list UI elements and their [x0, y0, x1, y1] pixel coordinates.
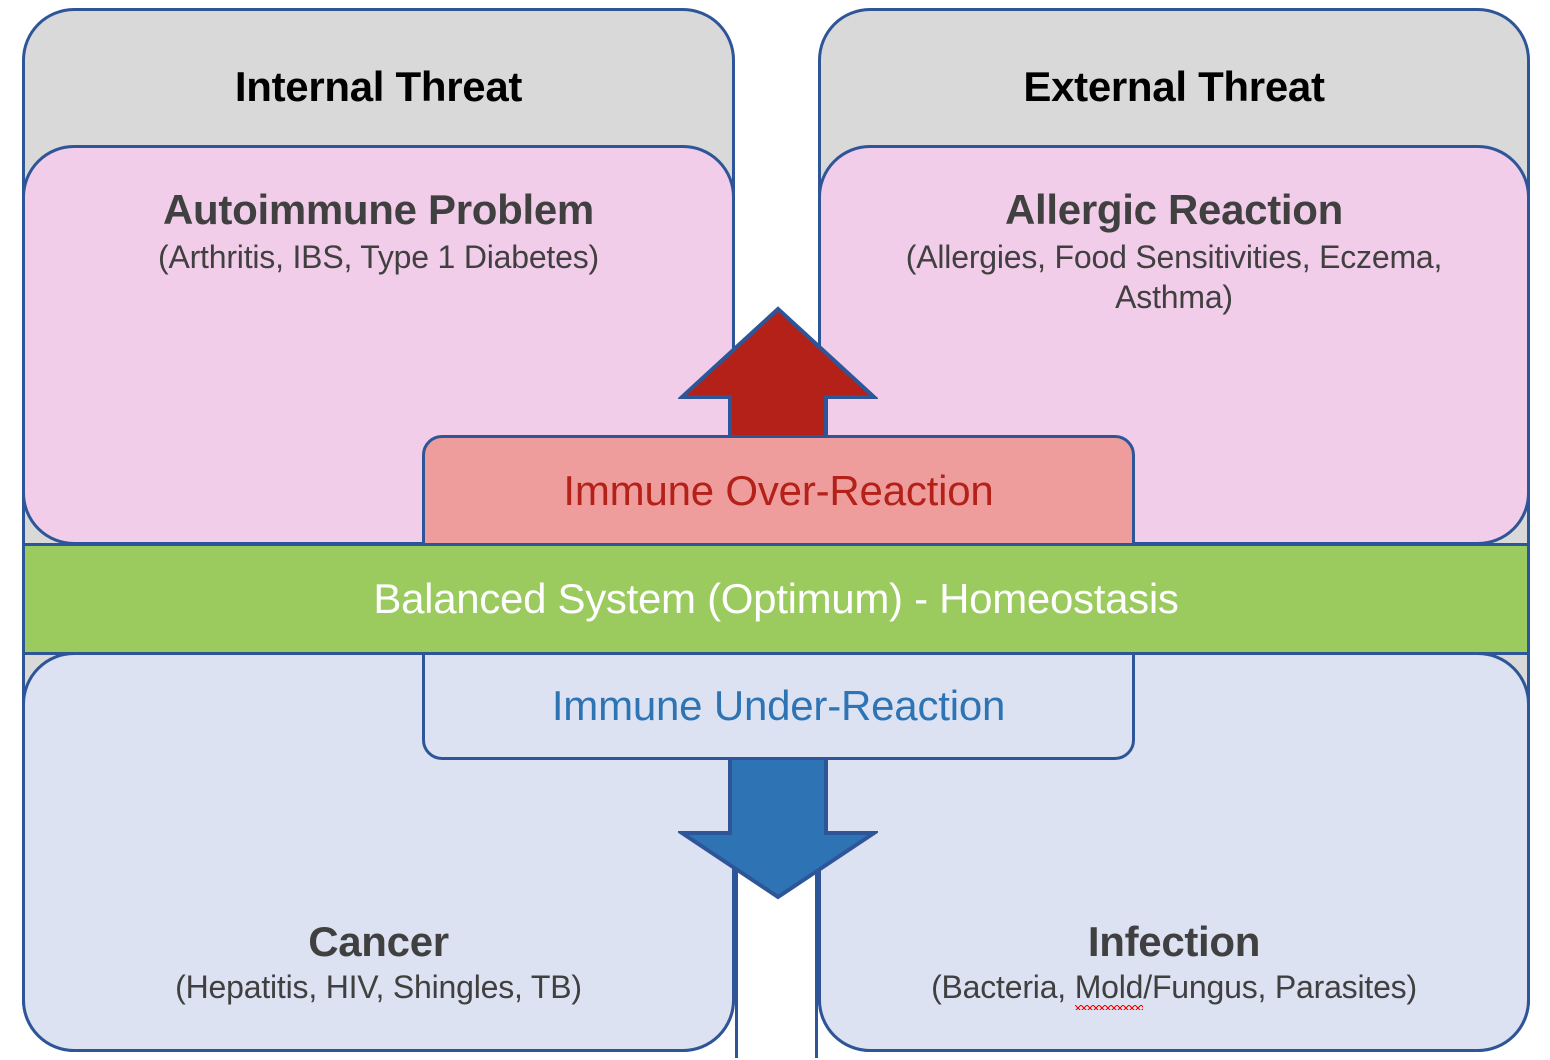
autoimmune-title: Autoimmune Problem	[163, 186, 594, 233]
allergic-title: Allergic Reaction	[1005, 186, 1343, 233]
infection-examples-prefix: (Bacteria,	[931, 969, 1075, 1005]
internal-threat-label: Internal Threat	[234, 63, 523, 110]
down-arrow-icon	[678, 755, 878, 900]
autoimmune-examples: (Arthritis, IBS, Type 1 Diabetes)	[158, 239, 599, 276]
immune-over-reaction-label: Immune Over-Reaction	[563, 467, 994, 514]
homeostasis-band[interactable]: Balanced System (Optimum) - Homeostasis	[22, 543, 1530, 655]
homeostasis-label: Balanced System (Optimum) - Homeostasis	[373, 575, 1179, 622]
infection-title: Infection	[1087, 917, 1261, 965]
external-threat-label: External Threat	[1023, 63, 1325, 110]
spellcheck-misspelled-word: Mold	[1074, 969, 1144, 1010]
immune-over-reaction-box[interactable]: Immune Over-Reaction	[422, 435, 1135, 547]
bottom-center-gutter-left-rule	[735, 758, 738, 1058]
cancer-examples: (Hepatitis, HIV, Shingles, TB)	[175, 969, 582, 1005]
bottom-center-gutter-right-rule	[815, 758, 818, 1058]
allergic-examples: (Allergies, Food Sensitivities, Eczema, …	[905, 239, 1443, 316]
cancer-title: Cancer	[308, 917, 449, 965]
immune-under-reaction-box[interactable]: Immune Under-Reaction	[422, 652, 1135, 760]
immune-under-reaction-label: Immune Under-Reaction	[551, 682, 1006, 729]
infection-examples: (Bacteria, Mold/Fungus, Parasites)	[931, 967, 1417, 1010]
infection-examples-suffix: /Fungus, Parasites)	[1143, 969, 1417, 1005]
